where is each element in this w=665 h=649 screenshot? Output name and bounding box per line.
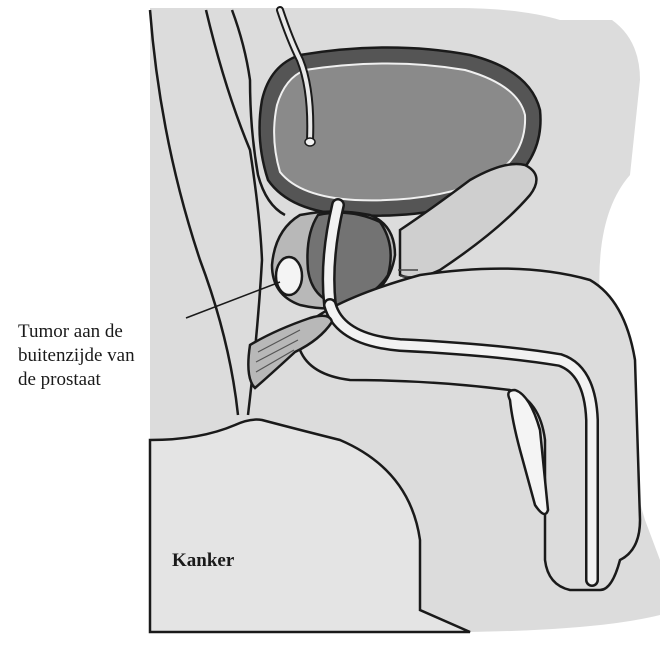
catheter-tip: [305, 138, 315, 146]
callout-line-1: Tumor aan de: [18, 321, 123, 342]
callout-line-3: de prostaat: [18, 369, 101, 390]
tumor-callout-label: Tumor aan de buitenzijde van de prostaat: [18, 320, 135, 392]
callout-line-2: buitenzijde van: [18, 345, 135, 366]
tumor: [276, 257, 302, 295]
figure-caption: Kanker: [172, 550, 234, 572]
